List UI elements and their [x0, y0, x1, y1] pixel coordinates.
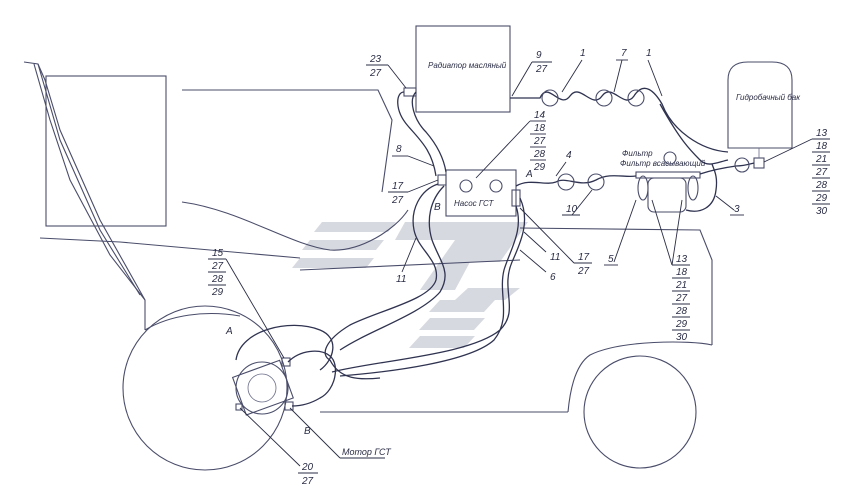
- label-4: 4: [566, 150, 572, 161]
- label-13a: 13: [816, 128, 828, 139]
- label-8: 8: [396, 144, 402, 155]
- filter-label-line1: Фильтр: [622, 149, 653, 158]
- label-17b-27: 27: [577, 266, 590, 277]
- pump-label: Насос ГСТ: [454, 199, 494, 208]
- label-9-27: 27: [535, 64, 548, 75]
- motor-port-a: А: [225, 326, 233, 337]
- label-17a-27: 27: [391, 195, 404, 206]
- label-5: 5: [608, 254, 614, 265]
- pump-port-b: В: [434, 202, 441, 213]
- hoses: [235, 87, 755, 407]
- watermark-logo: [292, 222, 528, 348]
- pump-port-a: А: [525, 169, 533, 180]
- label-23: 23: [369, 54, 382, 65]
- hydraulic-tank: Гидробачный бак: [727, 61, 801, 169]
- label-13a-29: 29: [815, 193, 828, 204]
- label-9: 9: [536, 50, 542, 61]
- filter-label: Фильтр всасывающий: [620, 159, 706, 168]
- label-14-28: 28: [533, 149, 546, 160]
- label-15-27: 27: [211, 261, 224, 272]
- label-23-27: 27: [369, 68, 382, 79]
- label-17b: 17: [578, 252, 590, 263]
- label-15-29: 29: [211, 287, 224, 298]
- label-13a-18: 18: [816, 141, 828, 152]
- label-20: 20: [301, 462, 314, 473]
- rear-wheel: [583, 355, 697, 469]
- label-7: 7: [621, 48, 627, 59]
- label-1a: 1: [580, 48, 586, 59]
- oil-radiator: Радиатор масляный: [403, 25, 511, 113]
- label-14-29: 29: [533, 162, 546, 173]
- suction-filter: Фильтр Фильтр всасывающий: [620, 149, 706, 213]
- label-14-18: 18: [534, 123, 546, 134]
- tank-label: Гидробачный бак: [736, 93, 801, 102]
- label-17a: 17: [392, 181, 404, 192]
- hydraulic-motor: А В Мотор ГСТ: [225, 326, 392, 459]
- label-1b: 1: [646, 48, 652, 59]
- label-15: 15: [212, 248, 224, 259]
- label-13b-27: 27: [675, 293, 688, 304]
- front-wheel: [122, 305, 288, 471]
- label-13b-30: 30: [676, 332, 688, 343]
- label-13b-29: 29: [675, 319, 688, 330]
- label-13b: 13: [676, 254, 688, 265]
- label-13b-28: 28: [675, 306, 688, 317]
- label-13a-28: 28: [815, 180, 828, 191]
- motor-port-b: В: [304, 426, 311, 437]
- radiator-label: Радиатор масляный: [428, 61, 507, 70]
- label-3: 3: [734, 204, 740, 215]
- label-15-28: 28: [211, 274, 224, 285]
- label-13a-21: 21: [815, 154, 827, 165]
- label-13b-21: 21: [675, 280, 687, 291]
- label-14-27: 27: [533, 136, 546, 147]
- motor-label: Мотор ГСТ: [342, 447, 392, 457]
- label-13b-18: 18: [676, 267, 688, 278]
- label-14: 14: [534, 110, 546, 121]
- label-6: 6: [550, 272, 556, 283]
- label-10: 10: [566, 204, 578, 215]
- label-11a: 11: [396, 274, 406, 285]
- label-11b: 11: [550, 252, 560, 263]
- label-20-27: 27: [301, 476, 314, 487]
- hydraulic-pump: Насос ГСТ В А: [434, 169, 533, 217]
- callouts: 23 27 9 27 1 7 1 14 18 27 28 29 8: [208, 48, 830, 487]
- label-13a-27: 27: [815, 167, 828, 178]
- harvester-outline: [23, 61, 713, 413]
- label-13a-30: 30: [816, 206, 828, 217]
